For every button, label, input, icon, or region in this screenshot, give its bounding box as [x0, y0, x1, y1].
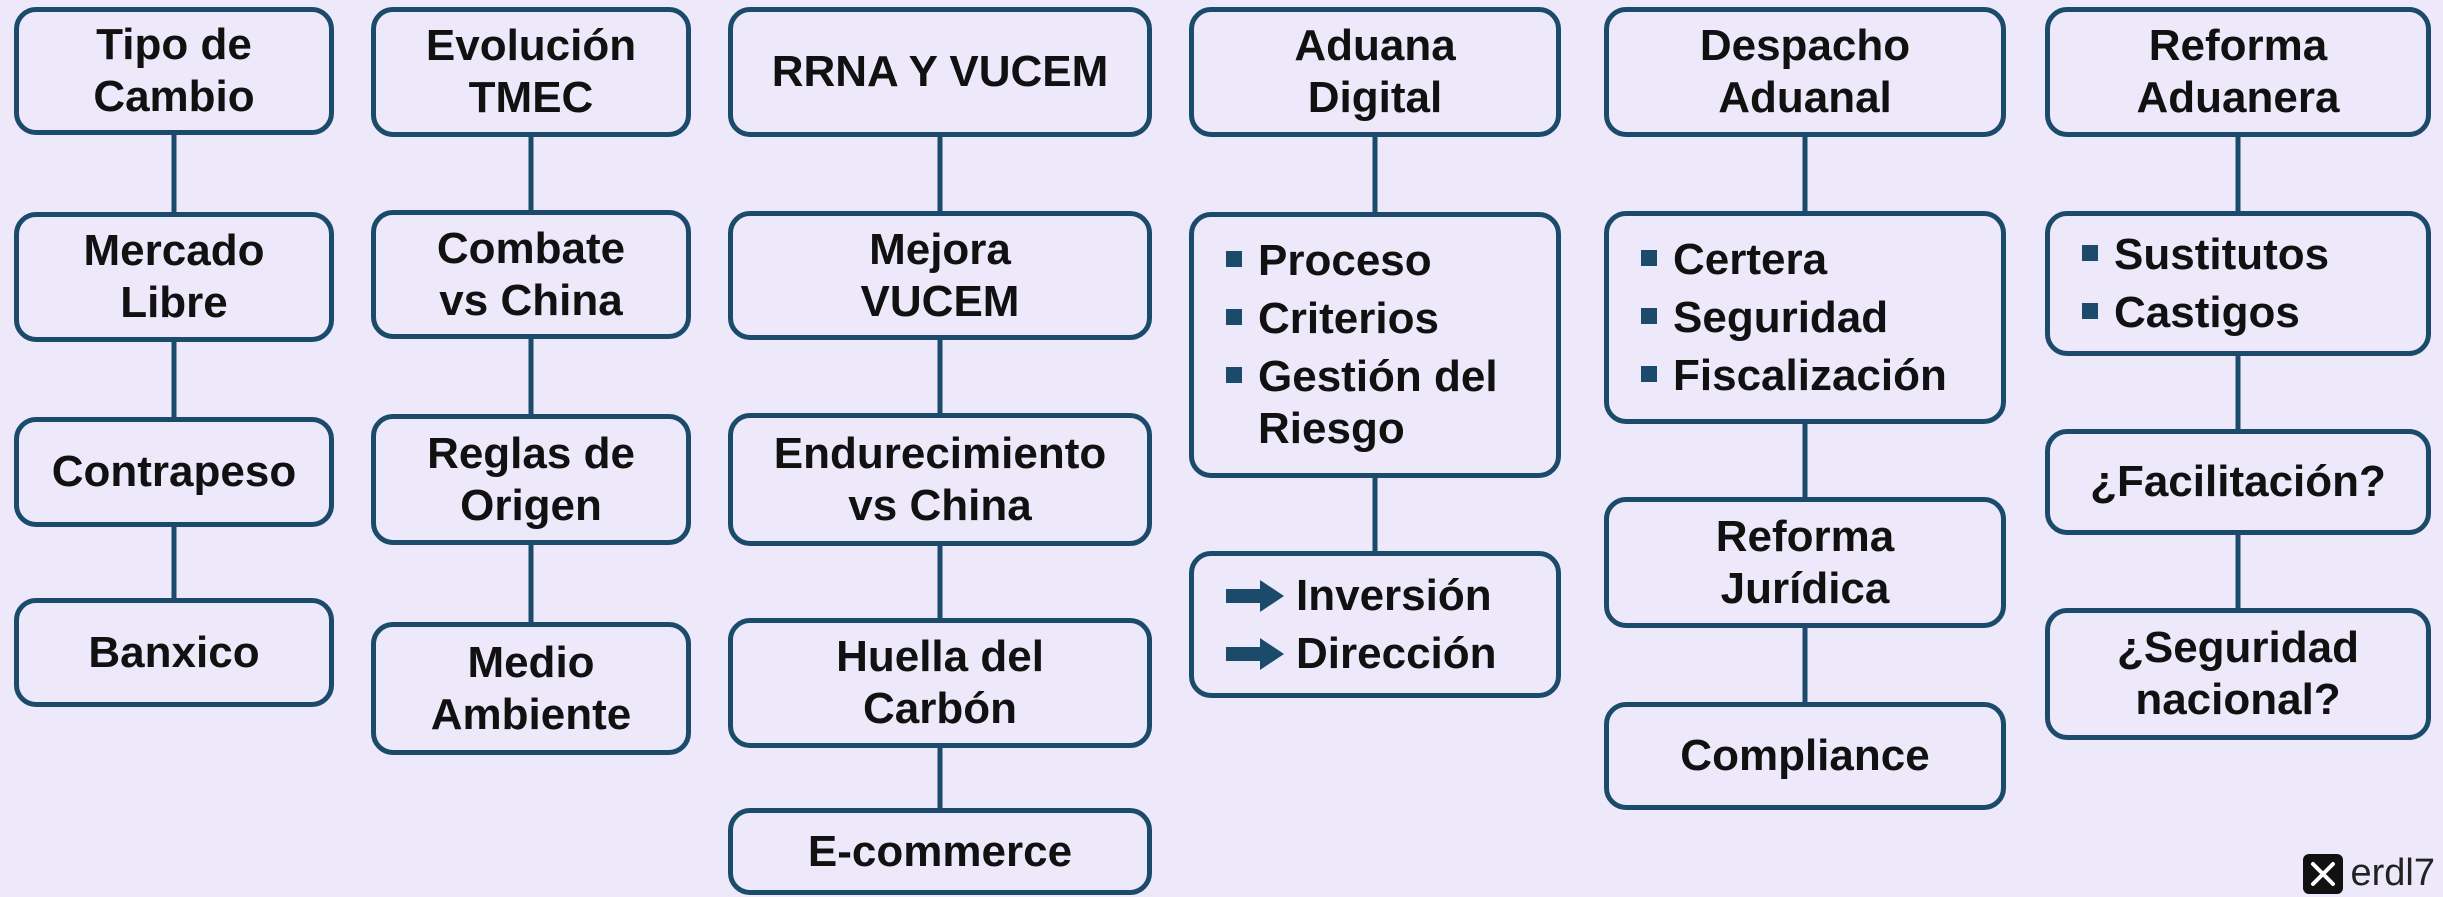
item-text: Sustitutos [2114, 229, 2330, 279]
author-credit: erdl7 [2302, 852, 2436, 895]
node-label: Mejora VUCEM [860, 224, 1020, 326]
header-reforma-aduanera: Reforma Aduanera [2045, 7, 2431, 137]
node-seguridad-nacional: ¿Seguridad nacional? [2045, 608, 2431, 740]
node-label: Endurecimiento vs China [773, 428, 1107, 530]
list-item: Dirección [1226, 628, 1497, 680]
list-item: Fiscalización [1641, 350, 1947, 402]
square-bullet-icon [1226, 367, 1242, 383]
node-combate-vs-china: Combate vs China [371, 210, 691, 339]
node-contrapeso: Contrapeso [14, 417, 334, 527]
item-text: Gestión del Riesgo [1258, 352, 1498, 453]
node-label: Reforma Jurídica [1715, 511, 1895, 613]
node-label: Huella del Carbón [836, 632, 1044, 733]
author-handle: erdl7 [2350, 852, 2436, 894]
node-label: Combate vs China [436, 223, 626, 325]
item-text: Certera [1673, 234, 1828, 284]
header-rrna-y-vucem: RRNA Y VUCEM [728, 7, 1152, 137]
node-reforma-juridica: Reforma Jurídica [1604, 497, 2006, 628]
list-item: Gestión del Riesgo [1226, 351, 1498, 455]
node-facilitacion: ¿Facilitación? [2045, 429, 2431, 535]
node-label: Despacho Aduanal [1699, 21, 1911, 122]
node-mejora-vucem: Mejora VUCEM [728, 211, 1152, 340]
square-bullet-icon [1641, 307, 1657, 324]
list-item: Castigos [2082, 287, 2329, 339]
node-label: Reglas de Origen [427, 428, 635, 530]
node-reglas-de-origen: Reglas de Origen [371, 414, 691, 545]
node-label: Reforma Aduanera [2136, 21, 2340, 122]
node-compliance: Compliance [1604, 702, 2006, 810]
list-item: Criterios [1226, 293, 1498, 345]
list-item: Seguridad [1641, 292, 1947, 344]
x-logo-icon [2302, 853, 2343, 894]
list-item: Proceso [1226, 235, 1498, 287]
square-bullet-icon [2082, 302, 2098, 319]
node-label: Banxico [88, 627, 260, 677]
header-despacho-aduanal: Despacho Aduanal [1604, 7, 2006, 137]
item-text: Criterios [1258, 294, 1439, 343]
node-label: Tipo de Cambio [93, 20, 255, 121]
node-label: Mercado Libre [83, 226, 265, 327]
node-label: Medio Ambiente [430, 637, 632, 739]
item-text: Proceso [1258, 236, 1432, 285]
node-e-commerce: E-commerce [728, 808, 1152, 895]
header-evolucion-tmec: Evolución TMEC [371, 7, 691, 137]
item-text: Inversión [1296, 570, 1492, 620]
item-text: Fiscalización [1673, 350, 1947, 400]
item-text: Castigos [2114, 287, 2300, 337]
node-medio-ambiente: Medio Ambiente [371, 622, 691, 755]
node-label: ¿Seguridad nacional? [2116, 623, 2360, 724]
node-label: Contrapeso [51, 447, 297, 496]
right-arrow-icon [1226, 637, 1284, 670]
square-bullet-icon [1226, 251, 1242, 267]
header-aduana-digital: Aduana Digital [1189, 7, 1561, 137]
list-item: Inversión [1226, 570, 1497, 622]
right-arrow-icon [1226, 579, 1284, 612]
node-huella-del-carbon: Huella del Carbón [728, 618, 1152, 748]
node-endurecimiento-vs-china: Endurecimiento vs China [728, 413, 1152, 546]
node-label: Aduana Digital [1294, 21, 1456, 122]
node-label: Evolución TMEC [425, 21, 637, 122]
node-banxico: Banxico [14, 598, 334, 707]
node-label: E-commerce [807, 826, 1073, 876]
list-item: Certera [1641, 234, 1947, 286]
node-label: Compliance [1680, 731, 1930, 780]
square-bullet-icon [2082, 244, 2098, 261]
header-tipo-de-cambio: Tipo de Cambio [14, 7, 334, 135]
node-mercado-libre: Mercado Libre [14, 212, 334, 342]
node-label: ¿Facilitación? [2090, 457, 2386, 506]
square-bullet-icon [1641, 365, 1657, 382]
square-bullet-icon [1226, 309, 1242, 325]
item-text: Seguridad [1673, 292, 1889, 342]
list-item: Sustitutos [2082, 229, 2329, 281]
node-label: RRNA Y VUCEM [771, 47, 1109, 96]
item-text: Dirección [1296, 628, 1497, 678]
square-bullet-icon [1641, 249, 1657, 266]
